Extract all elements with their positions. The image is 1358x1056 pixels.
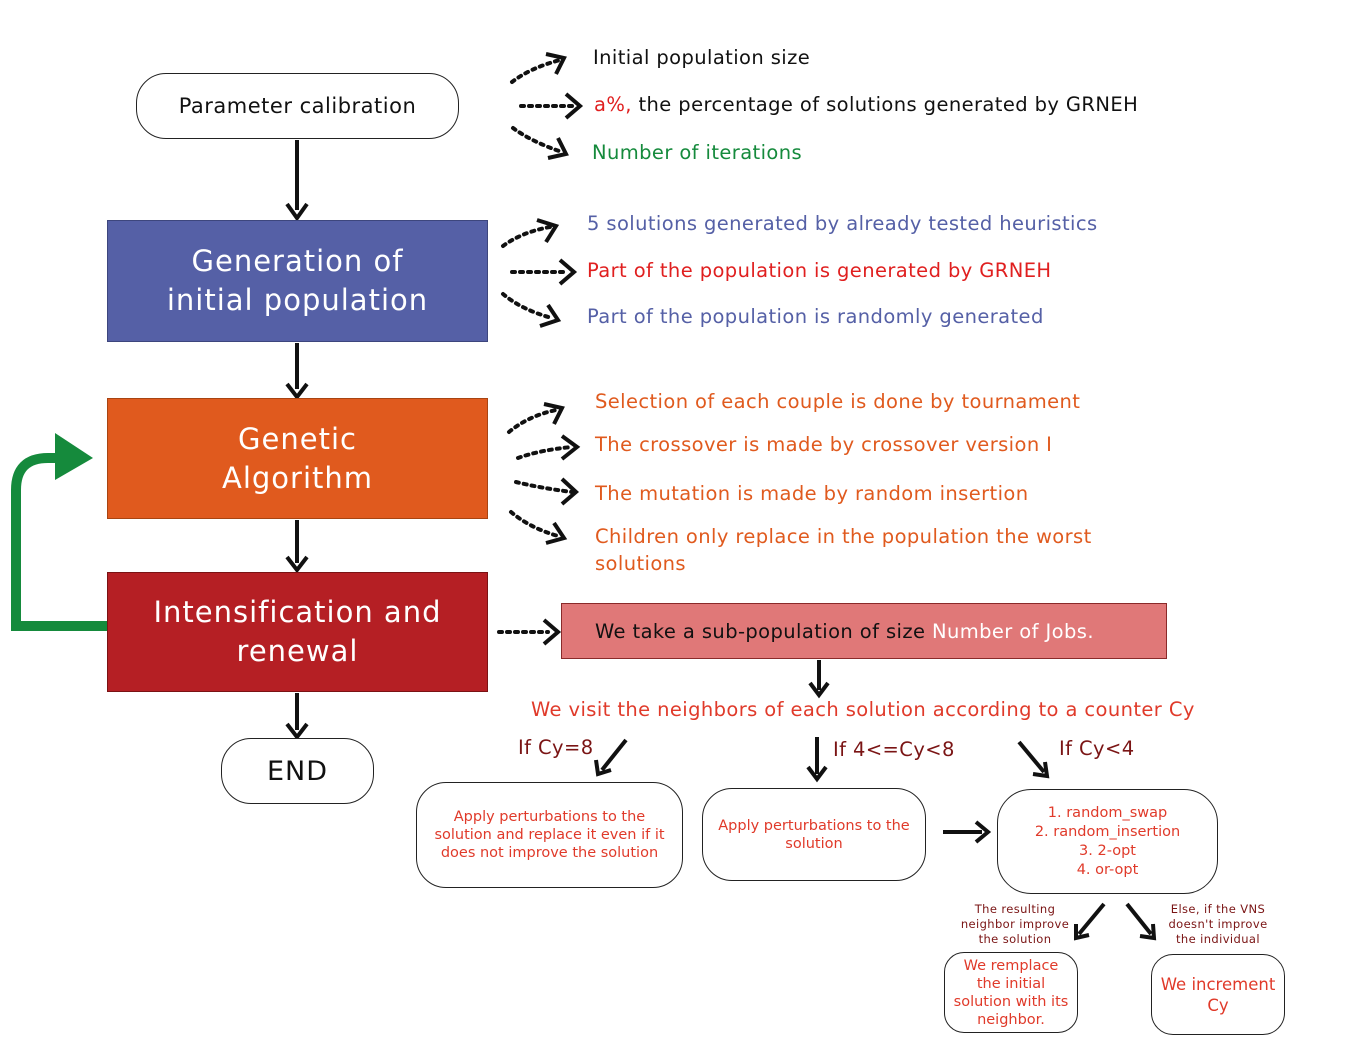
improve-note: The resulting neighbor improve the solut… xyxy=(960,902,1070,946)
vns-step-3: 3. 2-opt xyxy=(1079,842,1136,859)
ga-note-crossover: The crossover is made by crossover versi… xyxy=(595,433,1053,456)
subpop-highlight: Number of Jobs. xyxy=(931,619,1094,643)
dotted-arrows-calibration xyxy=(510,58,578,154)
visit-neighbors-text: We visit the neighbors of each solution … xyxy=(531,698,1195,721)
dotted-arrow-subpop xyxy=(497,618,562,646)
perturb-replace-text: Apply perturbations to the solution and … xyxy=(434,809,665,861)
ga-note-children: Children only replace in the population … xyxy=(595,525,1092,575)
replace-solution-text: We remplace the initial solution with it… xyxy=(953,957,1069,1028)
vns-step-1: 1. random_swap xyxy=(1047,804,1168,821)
genetic-algorithm-node: Genetic Algorithm xyxy=(107,398,488,519)
param-a-percent: a%, the percentage of solutions generate… xyxy=(594,93,1138,116)
generation-node: Generation of initial population xyxy=(107,220,488,342)
arrowhead-1 xyxy=(285,202,309,222)
dotted-arrowheads-genetic xyxy=(543,402,581,545)
gen-note-heuristics: 5 solutions generated by already tested … xyxy=(587,212,1098,235)
dotted-arrows-generation xyxy=(501,225,568,320)
end-label: END xyxy=(266,755,329,787)
increment-cy-text: We increment Cy xyxy=(1160,974,1276,1015)
dotted-arrows-genetic xyxy=(507,408,574,538)
subpop-prefix: We take a sub-population of size xyxy=(595,619,932,643)
param-a-prefix: a%, xyxy=(594,93,632,116)
replace-solution-box: We remplace the initial solution with it… xyxy=(944,952,1078,1033)
ga-note-selection: Selection of each couple is done by tour… xyxy=(595,390,1081,413)
subpopulation-box: We take a sub-population of size Number … xyxy=(561,603,1167,659)
intensification-node: Intensification and renewal xyxy=(107,572,488,692)
arrowhead-2 xyxy=(285,382,309,401)
param-a-rest: the percentage of solutions generated by… xyxy=(631,93,1139,116)
generation-label-line2: initial population xyxy=(166,283,429,317)
increment-cy-box: We increment Cy xyxy=(1151,954,1285,1035)
param-iterations: Number of iterations xyxy=(592,141,803,164)
genetic-label-line2: Algorithm xyxy=(221,460,374,495)
vns-step-4: 4. or-opt xyxy=(1076,861,1139,878)
gen-note-grneh: Part of the population is generated by G… xyxy=(587,259,1052,282)
condition-cy-lt-4: If Cy<4 xyxy=(1059,737,1135,760)
parameter-calibration-label: Parameter calibration xyxy=(178,94,417,118)
parameter-calibration-node: Parameter calibration xyxy=(136,73,459,139)
flow-arrows xyxy=(285,140,309,741)
perturb-box: Apply perturbations to the solution xyxy=(702,788,926,881)
intensification-label-line1: Intensification and xyxy=(153,595,442,629)
generation-label-line1: Generation of xyxy=(191,244,404,278)
gen-note-random: Part of the population is randomly gener… xyxy=(587,305,1044,328)
vns-step-2: 2. random_insertion xyxy=(1034,823,1181,840)
vns-steps-box: 1. random_swap 2. random_insertion 3. 2-… xyxy=(997,789,1218,894)
end-node: END xyxy=(221,738,374,804)
loop-back-arrow xyxy=(11,433,107,631)
arrowhead-4 xyxy=(285,722,309,741)
perturb-replace-box: Apply perturbations to the solution and … xyxy=(416,782,683,888)
perturb-text: Apply perturbations to the solution xyxy=(718,817,910,852)
dotted-arrowheads-calibration xyxy=(545,52,584,160)
branch-arrows xyxy=(594,660,1157,941)
genetic-label-line1: Genetic xyxy=(238,421,357,456)
arrowhead-3 xyxy=(285,555,309,574)
condition-cy-mid: If 4<=Cy<8 xyxy=(833,738,955,761)
intensification-label-line2: renewal xyxy=(236,634,359,668)
param-population-size: Initial population size xyxy=(593,46,811,69)
ga-note-mutation: The mutation is made by random insertion xyxy=(595,482,1029,505)
dotted-arrowheads-generation xyxy=(536,218,578,328)
else-note: Else, if the VNS doesn't improve the ind… xyxy=(1168,902,1268,946)
condition-cy-eq-8: If Cy=8 xyxy=(518,736,594,759)
